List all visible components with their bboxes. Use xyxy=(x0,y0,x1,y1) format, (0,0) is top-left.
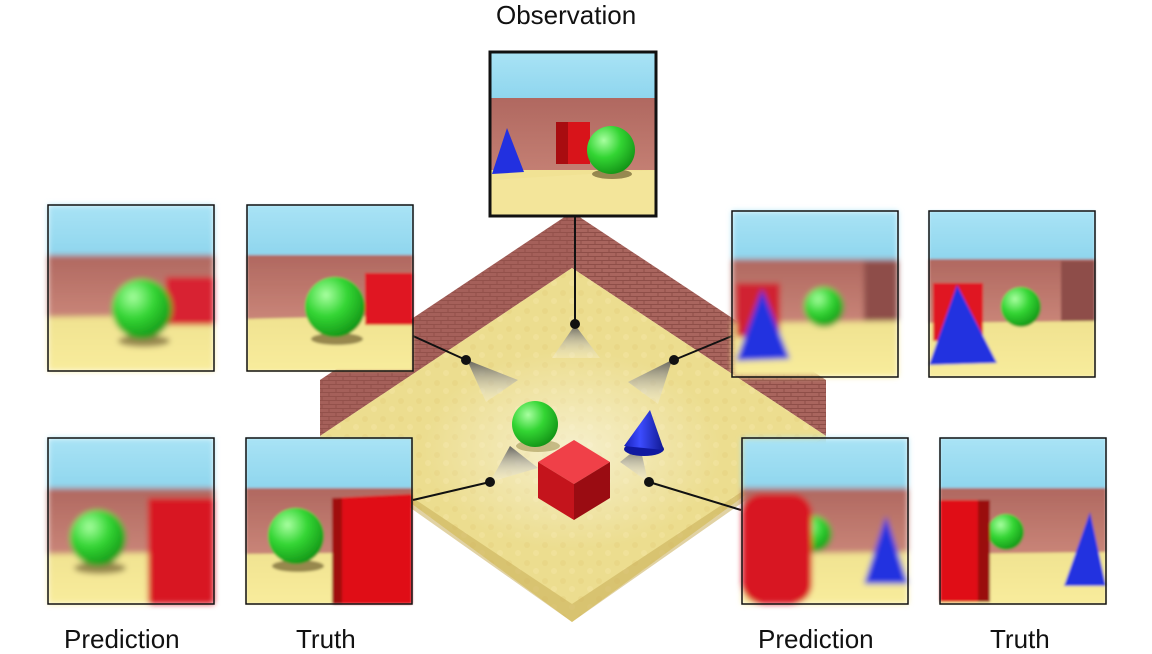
camera-dots xyxy=(461,319,679,487)
thumbnail-prediction-upper-right xyxy=(731,210,899,378)
camera-bottom-left-frustum xyxy=(490,446,538,482)
thumbnail-prediction-lower-left xyxy=(47,437,215,605)
prediction-label-right: Prediction xyxy=(758,624,874,654)
blue-cone xyxy=(624,410,664,456)
camera-dot-left xyxy=(461,355,471,365)
thumbnail-truth-lower-right xyxy=(939,437,1107,605)
camera-right-frustum xyxy=(628,360,672,404)
connector-left-upper xyxy=(412,335,467,361)
connector-lines xyxy=(412,214,742,511)
truth-label-right: Truth xyxy=(990,624,1050,654)
camera-dot-bottom-right xyxy=(644,477,654,487)
connector-right-lower xyxy=(648,481,742,511)
truth-label-left: Truth xyxy=(296,624,356,654)
connector-left-lower xyxy=(412,481,491,501)
back-left-wall xyxy=(320,212,572,436)
camera-dot-bottom-left xyxy=(485,477,495,487)
prediction-label-left: Prediction xyxy=(64,624,180,654)
thumbnail-prediction-lower-right xyxy=(741,437,909,605)
red-cube xyxy=(538,440,610,520)
thumbnail-prediction-upper-left xyxy=(47,204,215,372)
thumbnail-truth-upper-right xyxy=(928,210,1096,378)
scene-objects xyxy=(512,401,664,520)
camera-frustums xyxy=(467,325,672,482)
connector-right-upper xyxy=(673,335,733,361)
camera-top-frustum xyxy=(552,325,600,358)
thumbnail-truth-lower-left xyxy=(245,437,413,605)
camera-dot-top xyxy=(570,319,580,329)
back-right-wall xyxy=(572,212,826,436)
camera-left-frustum xyxy=(467,360,518,402)
observation-label: Observation xyxy=(496,0,637,30)
left-wall-face xyxy=(320,212,572,436)
camera-dot-right xyxy=(669,355,679,365)
thumbnail-observation xyxy=(488,50,658,218)
green-sphere xyxy=(512,401,558,447)
thumbnail-truth-upper-left xyxy=(246,204,414,372)
